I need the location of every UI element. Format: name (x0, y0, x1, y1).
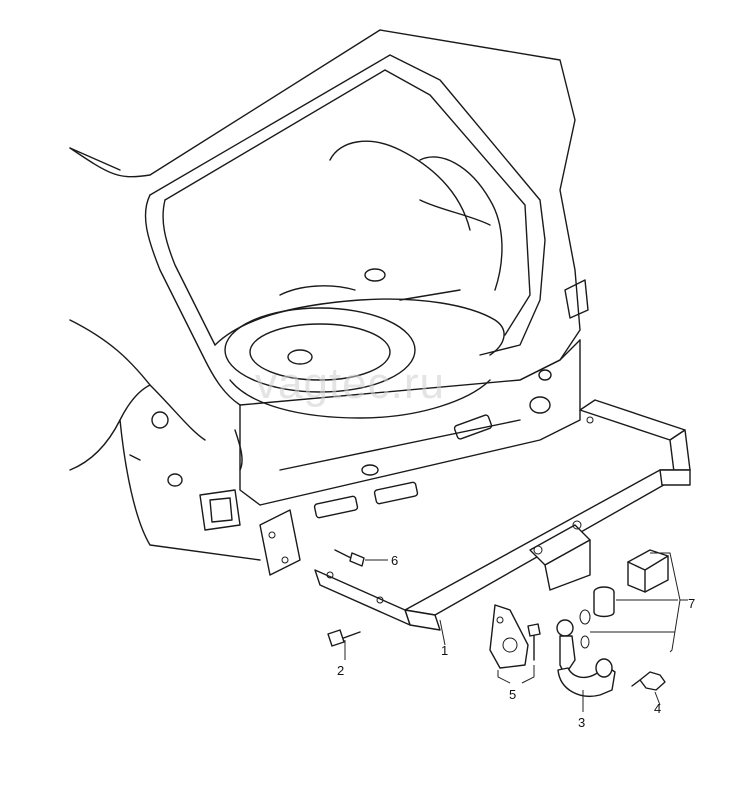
callout-5: 5 (509, 687, 516, 702)
callout-4: 4 (654, 701, 661, 716)
lock-key-4 (631, 671, 666, 691)
body-mounting-plate (259, 509, 301, 576)
socket-cover-7 (627, 549, 669, 593)
callout-2: 2 (337, 663, 344, 678)
callout-1: 1 (441, 643, 448, 658)
watermark: vagtec.ru (255, 359, 445, 408)
bolt-6 (334, 549, 365, 567)
callout-7: 7 (688, 596, 695, 611)
reinforcement-plate-5 (489, 604, 541, 669)
bolt-2 (327, 629, 361, 647)
tow-ball-head-3 (556, 609, 616, 697)
leader-lines (344, 552, 688, 712)
car-rear-body (69, 29, 589, 561)
protective-cap-7 (593, 586, 615, 618)
callout-6: 6 (391, 553, 398, 568)
callout-3: 3 (578, 715, 585, 730)
tow-bar-crossmember (314, 399, 691, 631)
